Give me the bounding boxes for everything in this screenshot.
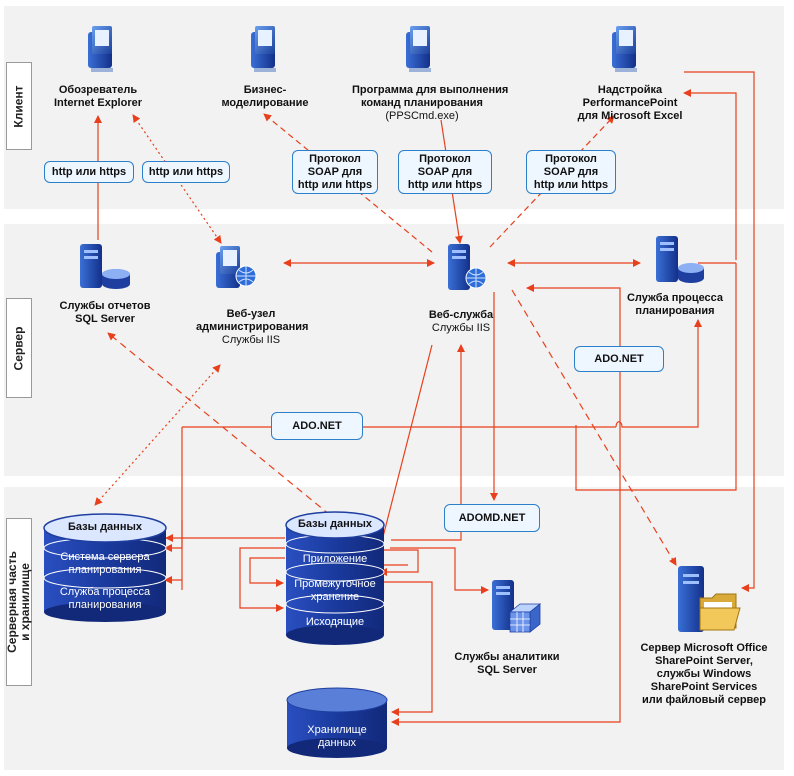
computer-icon	[88, 26, 113, 72]
olap-cube-icon	[492, 580, 542, 633]
server-icon	[678, 566, 704, 632]
adonet-pill-mid: ADO.NET	[271, 412, 363, 440]
client-band-label: Клиент	[6, 62, 32, 150]
server-band-label: Сервер	[6, 298, 32, 398]
db-mid-header: Базы данных	[298, 518, 372, 530]
database-icon	[43, 513, 167, 622]
computer-icon	[406, 26, 431, 72]
server-icon	[80, 244, 130, 289]
adonet-pill-right: ADO.NET	[574, 346, 664, 372]
folder-icon	[699, 593, 741, 631]
computer-icon	[251, 26, 276, 72]
db-left-header: Базы данных	[68, 521, 142, 533]
database-icon	[285, 511, 385, 645]
http-pill-ie: http или https	[44, 161, 134, 183]
adomd-pill: ADOMD.NET	[444, 504, 540, 532]
db-mid-item-application: Приложение	[302, 553, 368, 565]
database-icon	[286, 687, 388, 758]
business-modeling-label: Бизнес-моделирование	[221, 84, 309, 109]
web-server-icon	[216, 246, 257, 288]
web-server-icon	[448, 244, 487, 290]
computer-icon	[612, 26, 637, 72]
http-pill-admin: http или https	[142, 161, 230, 183]
server-icon	[656, 236, 704, 283]
db-mid-item-outbound: Исходящие	[305, 616, 365, 628]
